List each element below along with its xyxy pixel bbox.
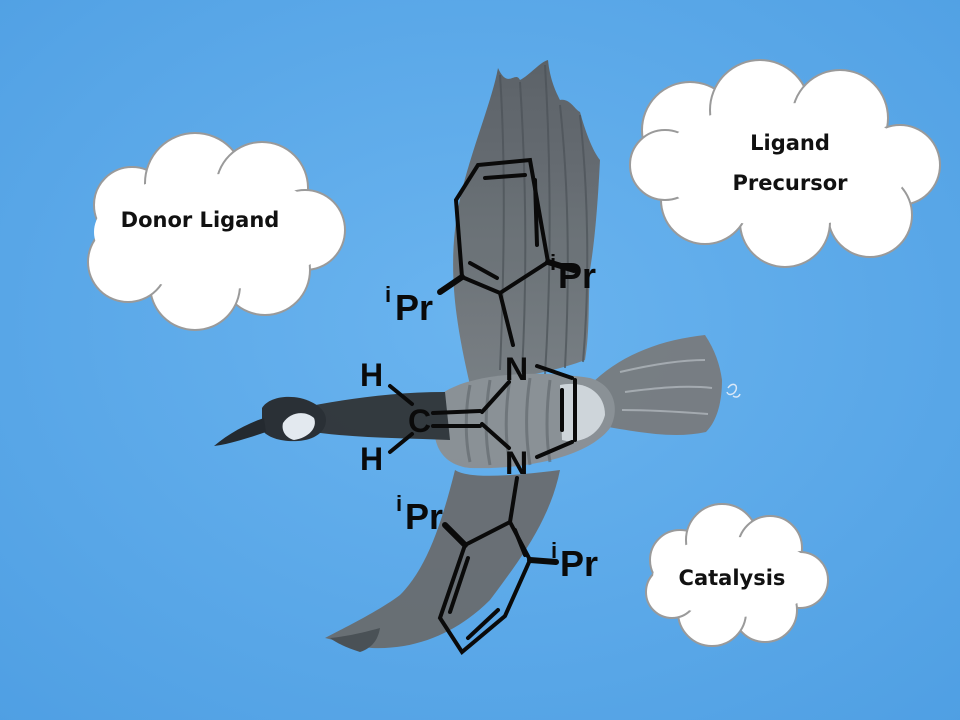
svg-text:Pr: Pr (558, 255, 596, 296)
cloud-donor-ligand-label: Donor Ligand (121, 208, 280, 232)
cloud-ligand-precursor-line2: Precursor (732, 171, 848, 195)
cloud-ligand-precursor-line1: Ligand (750, 131, 830, 155)
upper-ipr-right-wedge (545, 259, 577, 273)
svg-text:i: i (550, 250, 556, 275)
ipr-label-upper-right: i Pr (550, 250, 596, 296)
atom-n-top: N (505, 351, 528, 387)
ipr-label-lower-right: i Pr (551, 538, 598, 584)
artist-signature (726, 383, 741, 398)
ipr-label-lower-left: i Pr (396, 491, 443, 537)
goose-beak (214, 418, 266, 446)
cloud-catalysis-label: Catalysis (679, 566, 786, 590)
atom-n-bottom: N (505, 445, 528, 481)
goose-upper-feathers (499, 64, 589, 376)
svg-text:i: i (385, 282, 391, 307)
goose-lower-wing (325, 470, 560, 649)
goose-chinstrap (282, 413, 315, 440)
exocyclic-double-1 (431, 409, 482, 415)
cloud-catalysis: Catalysis (645, 503, 829, 647)
ring-ch-n (535, 440, 574, 459)
svg-text:Pr: Pr (560, 543, 598, 584)
lower-ipr-left-wedge (442, 522, 468, 548)
upper-ipr-left-wedge (437, 274, 465, 295)
lower-ipr-right-wedge (527, 557, 559, 565)
goose-lower-wing-tip (330, 628, 380, 652)
goose-tail-feathers (619, 359, 713, 415)
ring-n-ch (535, 364, 574, 380)
molecule-bonds (388, 157, 577, 655)
svg-text:Pr: Pr (395, 287, 433, 328)
molecule-labels: N N C H H i Pr i Pr i Pr i Pr (360, 250, 598, 584)
atom-c-carbene: C (408, 403, 431, 439)
svg-text:Pr: Pr (405, 496, 443, 537)
cloud-ligand-precursor: Ligand Precursor (629, 59, 941, 268)
svg-text:i: i (551, 538, 557, 563)
atom-h-top: H (360, 357, 383, 393)
cloud-donor-ligand: Donor Ligand (87, 132, 346, 331)
ipr-label-upper-left: i Pr (385, 282, 433, 328)
svg-text:i: i (396, 491, 402, 516)
goose-belly (560, 383, 605, 442)
ring-n-c2-bottom (480, 422, 511, 450)
atom-h-bottom: H (360, 441, 383, 477)
ring-n-c2-top (480, 380, 511, 414)
